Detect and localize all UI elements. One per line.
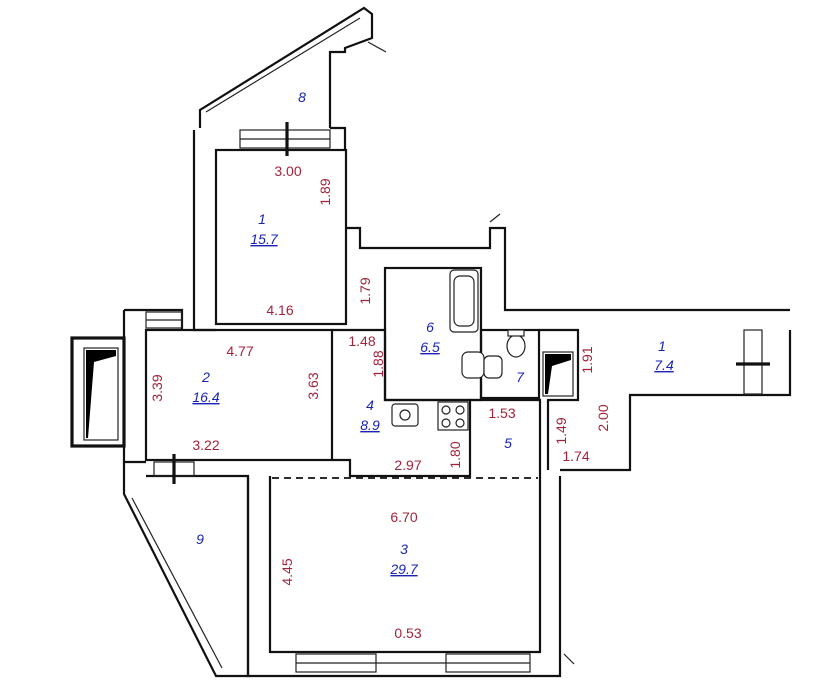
dimension-label: 1.80 xyxy=(447,441,463,468)
room-1-area: 15.7 xyxy=(250,231,278,247)
kitchen-sink-drain xyxy=(399,409,411,421)
dimension-label: 0.53 xyxy=(394,625,421,641)
fixtures xyxy=(83,269,574,441)
room-3-number: 3 xyxy=(400,541,408,557)
room-1b-walls xyxy=(539,328,580,470)
bathtub-inner xyxy=(453,275,475,327)
room-3-walls xyxy=(268,476,542,654)
room-4-number: 4 xyxy=(366,397,374,413)
dimension-label: 1.49 xyxy=(553,417,569,444)
room-2-area: 16.4 xyxy=(192,389,219,405)
room-5-number: 5 xyxy=(504,435,512,451)
room-2-outer-walls xyxy=(122,310,146,464)
dimension-label: 1.53 xyxy=(488,405,515,421)
wall-break-bottom xyxy=(563,653,575,665)
stove-burner-2 xyxy=(455,405,465,415)
balcony-9-outline xyxy=(122,462,250,678)
dimension-label: 2.97 xyxy=(394,457,421,473)
room-6-number: 6 xyxy=(426,319,434,335)
room-4-area: 8.9 xyxy=(360,417,380,433)
dimension-labels: 3.00 1.89 4.16 1.79 4.77 1.48 1.88 3.39 … xyxy=(149,163,611,641)
stove-burner-1 xyxy=(441,405,451,415)
toilet-tank xyxy=(507,329,525,337)
dimension-label: 3.39 xyxy=(149,374,165,401)
room-1-outer-walls xyxy=(192,130,216,332)
room-2-number: 2 xyxy=(201,369,210,385)
window-corridor xyxy=(743,329,763,395)
room-3-area: 29.7 xyxy=(389,561,418,577)
shaft-right-fill xyxy=(545,354,571,394)
corridor-right-wall xyxy=(560,330,792,472)
room-9-number: 9 xyxy=(196,531,204,547)
dimension-label: 2.00 xyxy=(595,404,611,431)
dimension-label: 1.88 xyxy=(370,350,386,377)
room-1-upper-walls xyxy=(214,148,348,326)
dimension-label: 4.77 xyxy=(226,343,253,359)
stove-burner-4 xyxy=(455,418,465,428)
dimension-label: 1.48 xyxy=(348,333,375,349)
room-4-walls xyxy=(332,328,472,478)
dimension-label: 3.00 xyxy=(274,163,301,179)
stove-burner-3 xyxy=(441,418,451,428)
dimension-label: 3.22 xyxy=(192,437,219,453)
room-1b-area: 7.4 xyxy=(654,357,674,373)
corridor-top-wall xyxy=(345,226,790,312)
dimension-label: 1.79 xyxy=(357,277,373,304)
dimension-label: 1.74 xyxy=(562,448,589,464)
dimension-label: 1.89 xyxy=(317,178,333,205)
dimension-label: 1.91 xyxy=(579,346,595,373)
room-1-right-outer xyxy=(330,126,347,150)
room-7-number: 7 xyxy=(516,369,525,385)
wall-break-top xyxy=(367,41,387,53)
room-labels: 1 15.7 1 7.4 2 16.4 3 29.7 4 8.9 5 6 6.5… xyxy=(192,89,674,577)
balcony-8-outline xyxy=(198,6,374,128)
wall-break-mid xyxy=(489,213,501,223)
washbasin-wc xyxy=(483,355,503,379)
toilet-bowl xyxy=(506,334,526,358)
dimension-label: 6.70 xyxy=(390,509,417,525)
room-5-walls xyxy=(470,398,542,476)
room-6-area: 6.5 xyxy=(420,339,440,355)
room-2-walls xyxy=(144,328,334,462)
bay-window-left xyxy=(70,336,126,448)
room-8-number: 8 xyxy=(298,89,306,105)
dimension-label: 3.63 xyxy=(305,372,321,399)
room-1b-number: 1 xyxy=(658,338,666,354)
dimension-label: 4.45 xyxy=(279,558,295,585)
windows xyxy=(145,122,770,673)
balcony-8-inner-edge xyxy=(205,17,361,113)
room-1-number: 1 xyxy=(258,211,266,227)
balcony-9-inner-edge xyxy=(131,497,223,669)
washbasin-bath xyxy=(461,351,485,379)
dimension-label: 4.16 xyxy=(266,302,293,318)
shaft-left-fill xyxy=(86,350,116,438)
